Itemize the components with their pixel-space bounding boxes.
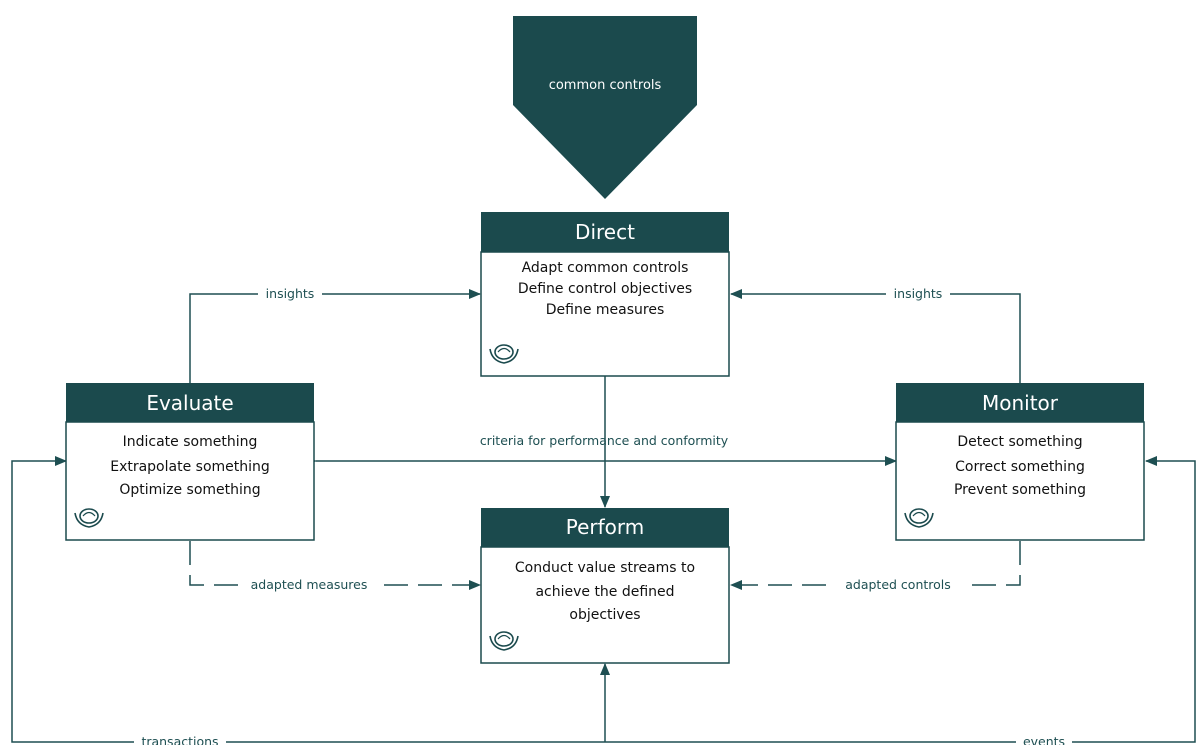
process-icon <box>489 344 519 364</box>
edge-label-transactions: transactions <box>141 734 218 745</box>
direct-box: Direct Adapt common controls Define cont… <box>480 212 730 377</box>
edge-label-events: events <box>1023 734 1065 745</box>
evaluate-line-1: Indicate something <box>123 434 258 450</box>
process-icon <box>489 631 519 651</box>
perform-line-3: objectives <box>569 607 640 623</box>
monitor-title: Monitor <box>982 391 1059 415</box>
perform-box: Perform Conduct value streams to achieve… <box>480 508 730 664</box>
monitor-line-3: Prevent something <box>954 482 1086 498</box>
chevron-label: common controls <box>549 78 662 93</box>
direct-line-3: Define measures <box>546 302 665 318</box>
evaluate-line-2: Extrapolate something <box>110 459 270 475</box>
edge-label-adapted-controls: adapted controls <box>845 577 951 592</box>
direct-line-2: Define control objectives <box>518 281 692 297</box>
edge-events: events <box>600 456 1196 745</box>
process-icon <box>74 508 104 528</box>
edge-evaluate-to-direct: insights <box>189 286 481 383</box>
perform-title: Perform <box>566 515 645 539</box>
monitor-header <box>896 383 1144 422</box>
perform-line-1: Conduct value streams to <box>515 560 695 576</box>
edge-adapted-measures: adapted measures <box>189 541 481 593</box>
edge-criteria: criteria for performance and conformity <box>305 433 897 466</box>
direct-header <box>481 212 729 252</box>
edge-adapted-controls: adapted controls <box>730 541 1021 593</box>
direct-line-1: Adapt common controls <box>522 260 689 276</box>
direct-title: Direct <box>575 220 635 244</box>
common-controls-chevron: common controls <box>513 16 697 199</box>
evaluate-title: Evaluate <box>146 391 233 415</box>
monitor-line-2: Correct something <box>955 459 1085 475</box>
edge-label-insights-right: insights <box>894 286 943 301</box>
monitor-line-1: Detect something <box>957 434 1082 450</box>
monitor-box: Monitor Detect something Correct somethi… <box>895 383 1145 541</box>
edge-label-criteria: criteria for performance and conformity <box>480 433 729 448</box>
chevron-shape <box>513 16 697 199</box>
edge-label-adapted-measures: adapted measures <box>251 577 368 592</box>
perform-line-2: achieve the defined <box>535 584 674 600</box>
evaluate-header <box>66 383 314 422</box>
edge-monitor-to-direct: insights <box>730 286 1021 383</box>
edge-label-insights-left: insights <box>266 286 315 301</box>
edge-transactions: transactions <box>11 456 605 745</box>
evaluate-line-3: Optimize something <box>119 482 260 498</box>
perform-header <box>481 508 729 547</box>
process-icon <box>904 508 934 528</box>
evaluate-box: Evaluate Indicate something Extrapolate … <box>65 383 315 541</box>
